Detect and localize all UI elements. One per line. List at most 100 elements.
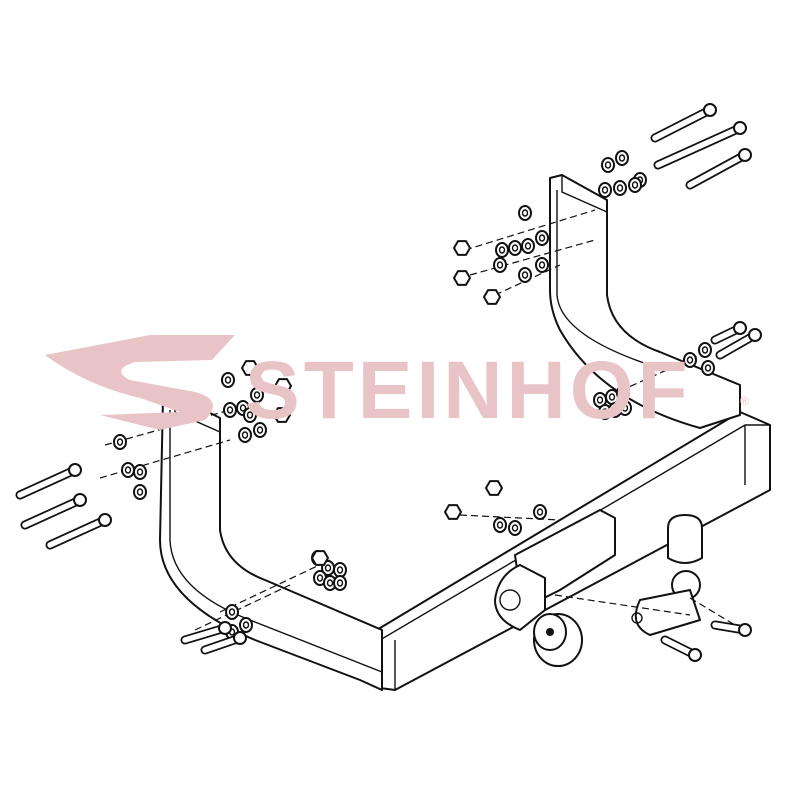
washer-hole <box>521 209 529 217</box>
washer <box>243 407 257 423</box>
hex-nut <box>241 360 259 376</box>
washer-hole <box>601 408 609 416</box>
washer <box>133 484 147 500</box>
washer <box>521 238 535 254</box>
bolt-head <box>733 121 747 135</box>
bolt-shaft <box>652 107 713 141</box>
bolt-head <box>748 328 762 342</box>
washer-hole <box>224 376 232 384</box>
washer <box>533 504 547 520</box>
logo-text: STEINHOF <box>245 345 692 436</box>
bolt-head <box>703 103 717 117</box>
washer-hole <box>496 521 504 529</box>
washer-hole <box>336 579 344 587</box>
washer-hole <box>616 184 624 192</box>
washer <box>238 427 252 443</box>
right-bracket <box>549 174 741 429</box>
bolt-head <box>73 493 87 507</box>
bolt-shaft <box>687 152 748 188</box>
washer-hole <box>611 406 619 414</box>
bolt-head <box>738 623 752 637</box>
registered-mark: ® <box>740 394 749 408</box>
hex-nut <box>273 407 291 423</box>
washer <box>535 257 549 273</box>
washer <box>221 372 235 388</box>
washer <box>683 352 697 368</box>
washer <box>253 422 267 438</box>
bolt-shaft <box>655 125 743 168</box>
bolt-shaft <box>22 497 83 528</box>
washer-hole <box>619 389 627 397</box>
washer <box>508 520 522 536</box>
washer-hole <box>604 161 612 169</box>
bolt-head <box>218 621 232 635</box>
washer-hole <box>538 261 546 269</box>
washer-hole <box>226 406 234 414</box>
washer-hole <box>524 242 532 250</box>
washer-hole <box>536 508 544 516</box>
washer-hole <box>116 438 124 446</box>
washer-hole <box>239 404 247 412</box>
washer-hole <box>124 466 132 474</box>
washer-hole <box>631 181 639 189</box>
bolt-shaft <box>47 517 108 548</box>
bolt-shaft <box>17 467 78 498</box>
washer <box>250 387 264 403</box>
hex-nut <box>311 550 329 566</box>
steinhof-logo: STEINHOF ® <box>45 335 749 436</box>
washer-hole <box>618 154 626 162</box>
washer-hole <box>596 396 604 404</box>
hex-nut <box>444 504 462 520</box>
washer <box>518 267 532 283</box>
hex-nut <box>453 270 471 286</box>
washer <box>225 604 239 620</box>
washer-hole <box>324 564 332 572</box>
hex-nut <box>483 289 501 305</box>
washer-hole <box>241 431 249 439</box>
washer-hole <box>496 261 504 269</box>
washer-hole <box>538 234 546 242</box>
hex-nut <box>274 378 292 394</box>
washer-hole <box>256 426 264 434</box>
washer <box>701 360 715 376</box>
washer-hole <box>511 524 519 532</box>
electrical-socket <box>533 613 583 667</box>
tow-ball <box>631 514 703 636</box>
washer <box>113 434 127 450</box>
washer-hole <box>686 356 694 364</box>
bolt-head <box>733 321 747 335</box>
washer-hole <box>228 608 236 616</box>
washer <box>495 242 509 258</box>
washer <box>493 257 507 273</box>
washer <box>133 464 147 480</box>
washer <box>628 177 642 193</box>
socket-bracket <box>494 509 616 631</box>
washer <box>615 150 629 166</box>
washer <box>333 562 347 578</box>
hex-nut <box>485 480 503 496</box>
washer <box>601 157 615 173</box>
washer-hole <box>326 579 334 587</box>
washer-hole <box>246 411 254 419</box>
washer <box>239 617 253 633</box>
washer-hole <box>316 574 324 582</box>
washer-hole <box>336 566 344 574</box>
bolt-head <box>98 513 112 527</box>
washer <box>333 575 347 591</box>
bolt-head <box>233 631 247 645</box>
washer-hole <box>242 621 250 629</box>
washer <box>618 400 632 416</box>
left-bracket <box>159 394 383 691</box>
washer-hole <box>701 346 709 354</box>
washer-hole <box>608 393 616 401</box>
bolt-head <box>738 148 752 162</box>
washer <box>493 517 507 533</box>
bolt-head <box>68 463 82 477</box>
washer <box>535 230 549 246</box>
washer <box>616 385 630 401</box>
fasteners <box>15 103 762 662</box>
washer-hole <box>704 364 712 372</box>
washer <box>613 180 627 196</box>
